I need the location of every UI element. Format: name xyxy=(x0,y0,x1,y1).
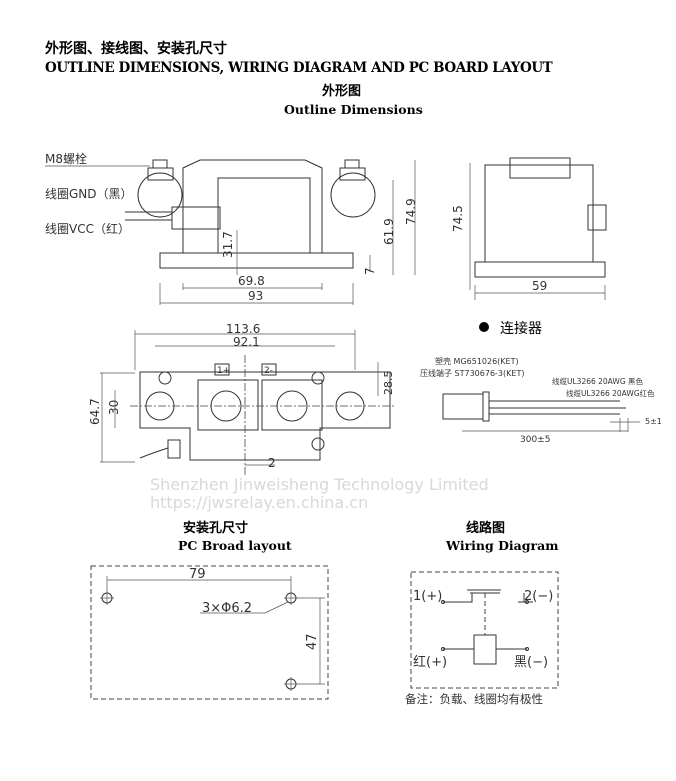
dim-61-9: 61.9 xyxy=(382,218,396,245)
dim-28-5: 28.5 xyxy=(382,371,395,396)
dim-64-7: 64.7 xyxy=(88,398,102,425)
pcb-layout-drawing: 79 3×Φ6.2 47 xyxy=(90,565,329,700)
connector-drawing: 连接器 塑壳 MG651026(KET) 压线端子 ST730676-3(KET… xyxy=(420,320,662,445)
dim-30: 30 xyxy=(107,400,121,415)
dim-2: 2 xyxy=(268,456,276,470)
title-cn: 外形图、接线图、安装孔尺寸 xyxy=(45,41,227,57)
pcb-title-cn: 安装孔尺寸 xyxy=(183,521,249,536)
dim-74-9: 74.9 xyxy=(404,198,418,225)
wire-red-label: 线缆UL3266 20AWG红色 xyxy=(566,388,655,398)
dim-92-1: 92.1 xyxy=(233,335,260,349)
end-view-drawing: 74.5 59 xyxy=(451,157,607,300)
pcb-holes: 3×Φ6.2 xyxy=(202,601,252,616)
side-view-drawing: M8螺栓 线圈GND（黑） 线圈VCC（红） 31.7 61.9 74.9 7 … xyxy=(45,151,418,305)
dim-59: 59 xyxy=(532,279,547,293)
title-en: OUTLINE DIMENSIONS, WIRING DIAGRAM AND P… xyxy=(45,60,553,76)
wire-black-label: 线缆UL3266 20AWG 黑色 xyxy=(552,376,644,386)
wiring-title-en: Wiring Diagram xyxy=(446,538,559,553)
coil-red-plus: 红(+) xyxy=(413,654,447,670)
section-title-en: Outline Dimensions xyxy=(284,102,423,117)
watermark-line2: https://jwsrelay.en.china.cn xyxy=(150,493,368,512)
dim-74-5: 74.5 xyxy=(451,205,465,232)
section-title-cn: 外形图 xyxy=(322,84,362,99)
bullet-icon xyxy=(479,322,489,332)
pcb-title-en: PC Broad layout xyxy=(178,538,292,553)
connector-title: 连接器 xyxy=(500,320,542,337)
pcb-dim-47: 47 xyxy=(305,633,320,650)
terminal-1-plus: 1(+) xyxy=(413,589,442,604)
pcb-dim-79: 79 xyxy=(189,567,206,582)
terminal-2-label: 2- xyxy=(264,366,273,376)
wiring-note: 备注：负载、线圈均有极性 xyxy=(405,692,543,706)
watermark-line1: Shenzhen Jinweisheng Technology Limited xyxy=(150,475,489,494)
bolt-label: M8螺栓 xyxy=(45,151,87,166)
dim-31-7: 31.7 xyxy=(221,231,235,258)
gnd-label: 线圈GND（黑） xyxy=(45,187,133,201)
terminal-2-minus: 2(−) xyxy=(524,589,553,604)
connector-housing: 塑壳 MG651026(KET) xyxy=(435,356,519,366)
coil-black-minus: 黑(−) xyxy=(514,655,548,670)
strip-length: 5±1 xyxy=(645,417,662,426)
top-view-drawing: 1+ 2- 113.6 92.1 64.7 30 28.5 2 xyxy=(88,322,395,475)
wire-length: 300±5 xyxy=(520,435,550,445)
connector-terminal: 压线端子 ST730676-3(KET) xyxy=(420,368,524,378)
vcc-label: 线圈VCC（红） xyxy=(45,221,130,236)
dim-7: 7 xyxy=(363,267,377,275)
dim-113-6: 113.6 xyxy=(226,322,260,336)
terminal-1-label: 1+ xyxy=(217,366,230,376)
wiring-title-cn: 线路图 xyxy=(466,521,506,536)
dim-69-8: 69.8 xyxy=(238,274,265,288)
dim-93: 93 xyxy=(248,289,263,303)
wiring-diagram: 1(+) 2(−) 红(+) 黑(−) 备注：负载、线圈均有极性 xyxy=(405,571,559,706)
